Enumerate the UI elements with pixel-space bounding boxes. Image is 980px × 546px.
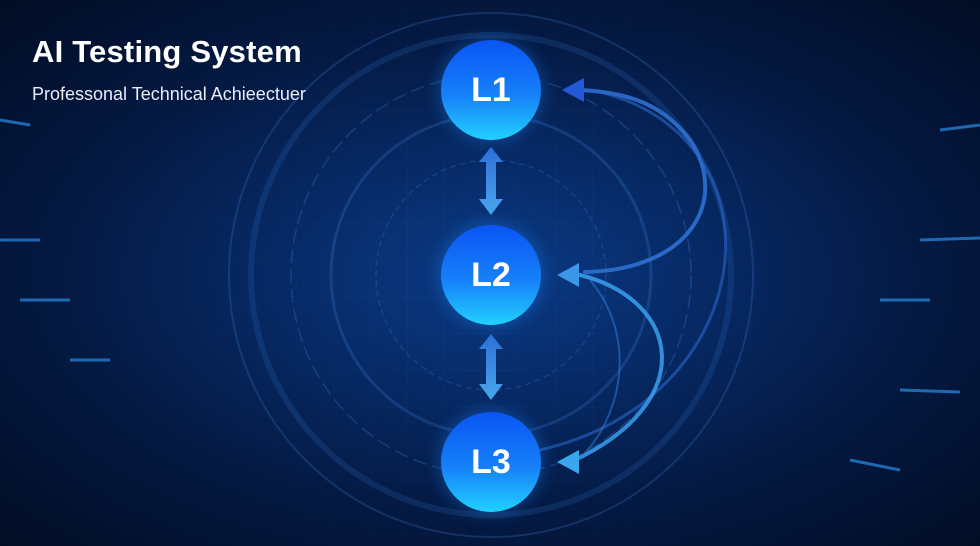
l2-l3-double-arrow [479,334,503,400]
arrowhead-l1 [562,78,584,102]
outer-l3-to-l1-curve [538,90,728,452]
node-l1: L1 [441,40,541,140]
l3-to-l2-curve [579,279,621,459]
node-l3: L3 [441,412,541,512]
node-label: L1 [471,70,511,109]
node-label: L2 [471,255,511,294]
side-light-streaks [0,118,980,472]
l1-l2-double-arrow [479,147,503,215]
page-title: AI Testing System [32,34,302,69]
arrowheads [557,78,584,474]
page-subtitle: Professonal Technical Achieectuer [32,84,306,104]
double-arrows [479,147,503,400]
arrowhead-l2 [557,263,579,287]
node-l2: L2 [441,225,541,325]
node-label: L3 [471,442,511,481]
l2-to-l3-curve [573,273,664,462]
arrowhead-l3 [557,450,579,474]
feedback-arrows [538,88,728,462]
